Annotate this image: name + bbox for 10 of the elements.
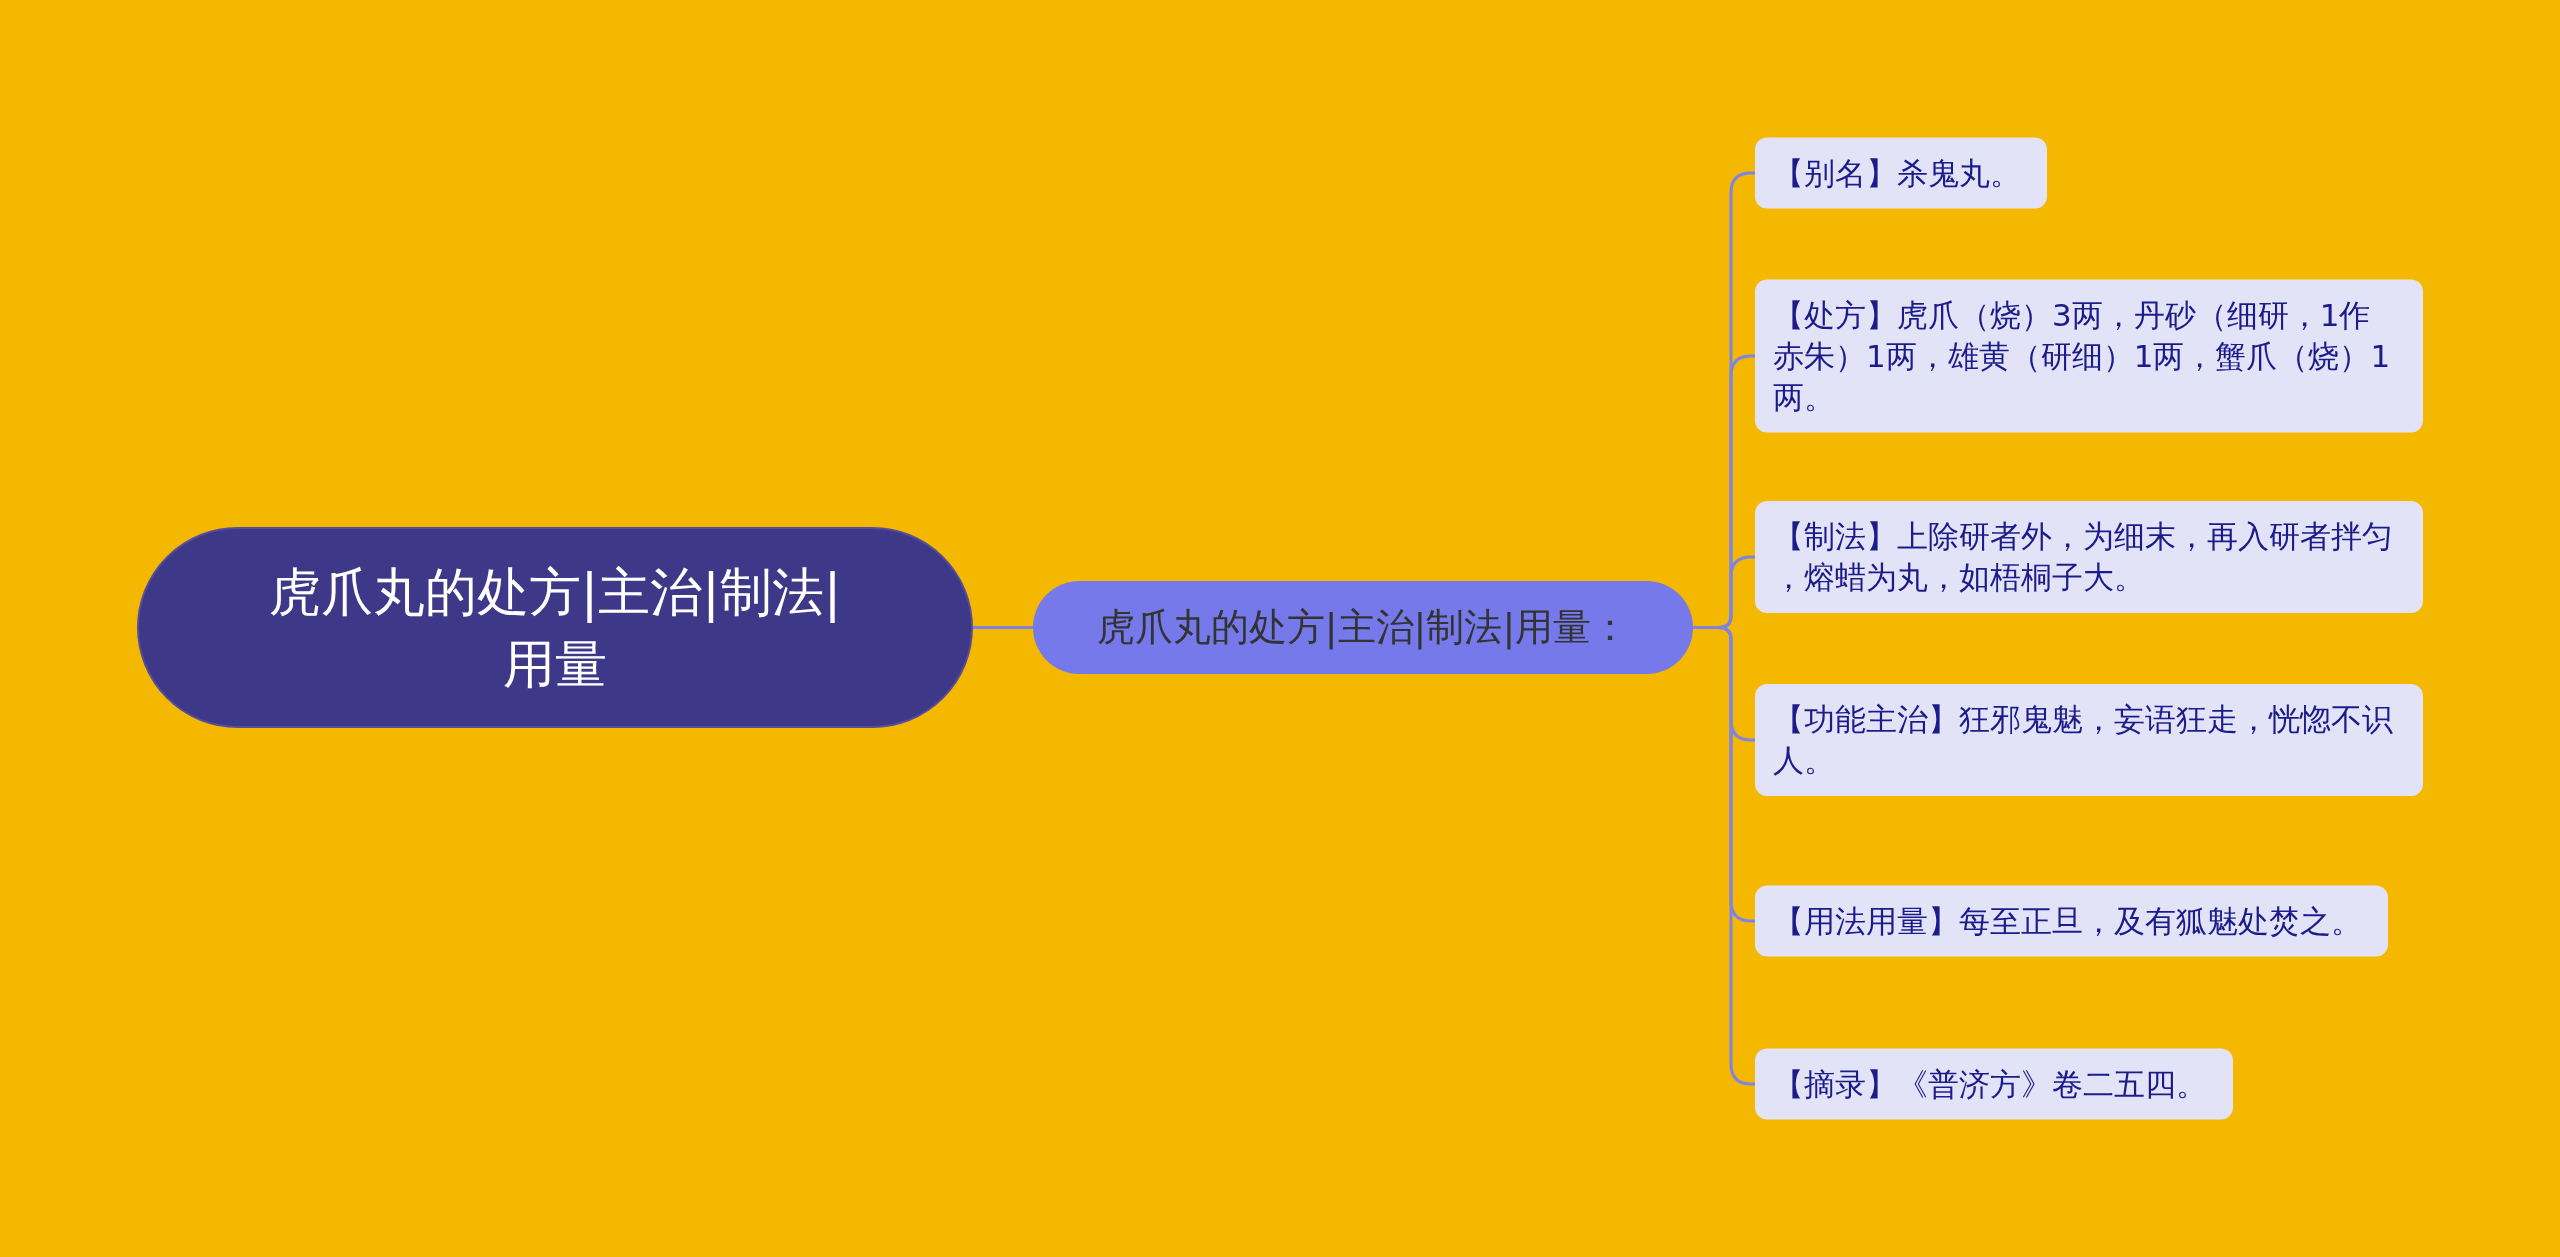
central-topic: 虎爪丸的处方|主治|制法|用量 bbox=[137, 527, 973, 728]
note-box: 【摘录】《普济方》卷二五四。 bbox=[1755, 1048, 2233, 1120]
connector-line bbox=[973, 626, 1033, 629]
note-box: 【制法】上除研者外，为细末，再入研者拌匀，熔蜡为丸，如梧桐子大。 bbox=[1755, 501, 2423, 613]
topic-pill: 虎爪丸的处方|主治|制法|用量： bbox=[1033, 581, 1693, 674]
note-box: 【别名】杀鬼丸。 bbox=[1755, 137, 2047, 209]
note-box: 【处方】虎爪（烧）3两，丹砂（细研，1作赤朱）1两，雄黄（研细）1两，蟹爪（烧）1两。 bbox=[1755, 279, 2423, 433]
connector-line bbox=[1693, 626, 1755, 1086]
note-box: 【用法用量】每至正旦，及有狐魅处焚之。 bbox=[1755, 885, 2388, 957]
note-box: 【功能主治】狂邪鬼魅，妄语狂走，恍惚不识人。 bbox=[1755, 684, 2423, 796]
